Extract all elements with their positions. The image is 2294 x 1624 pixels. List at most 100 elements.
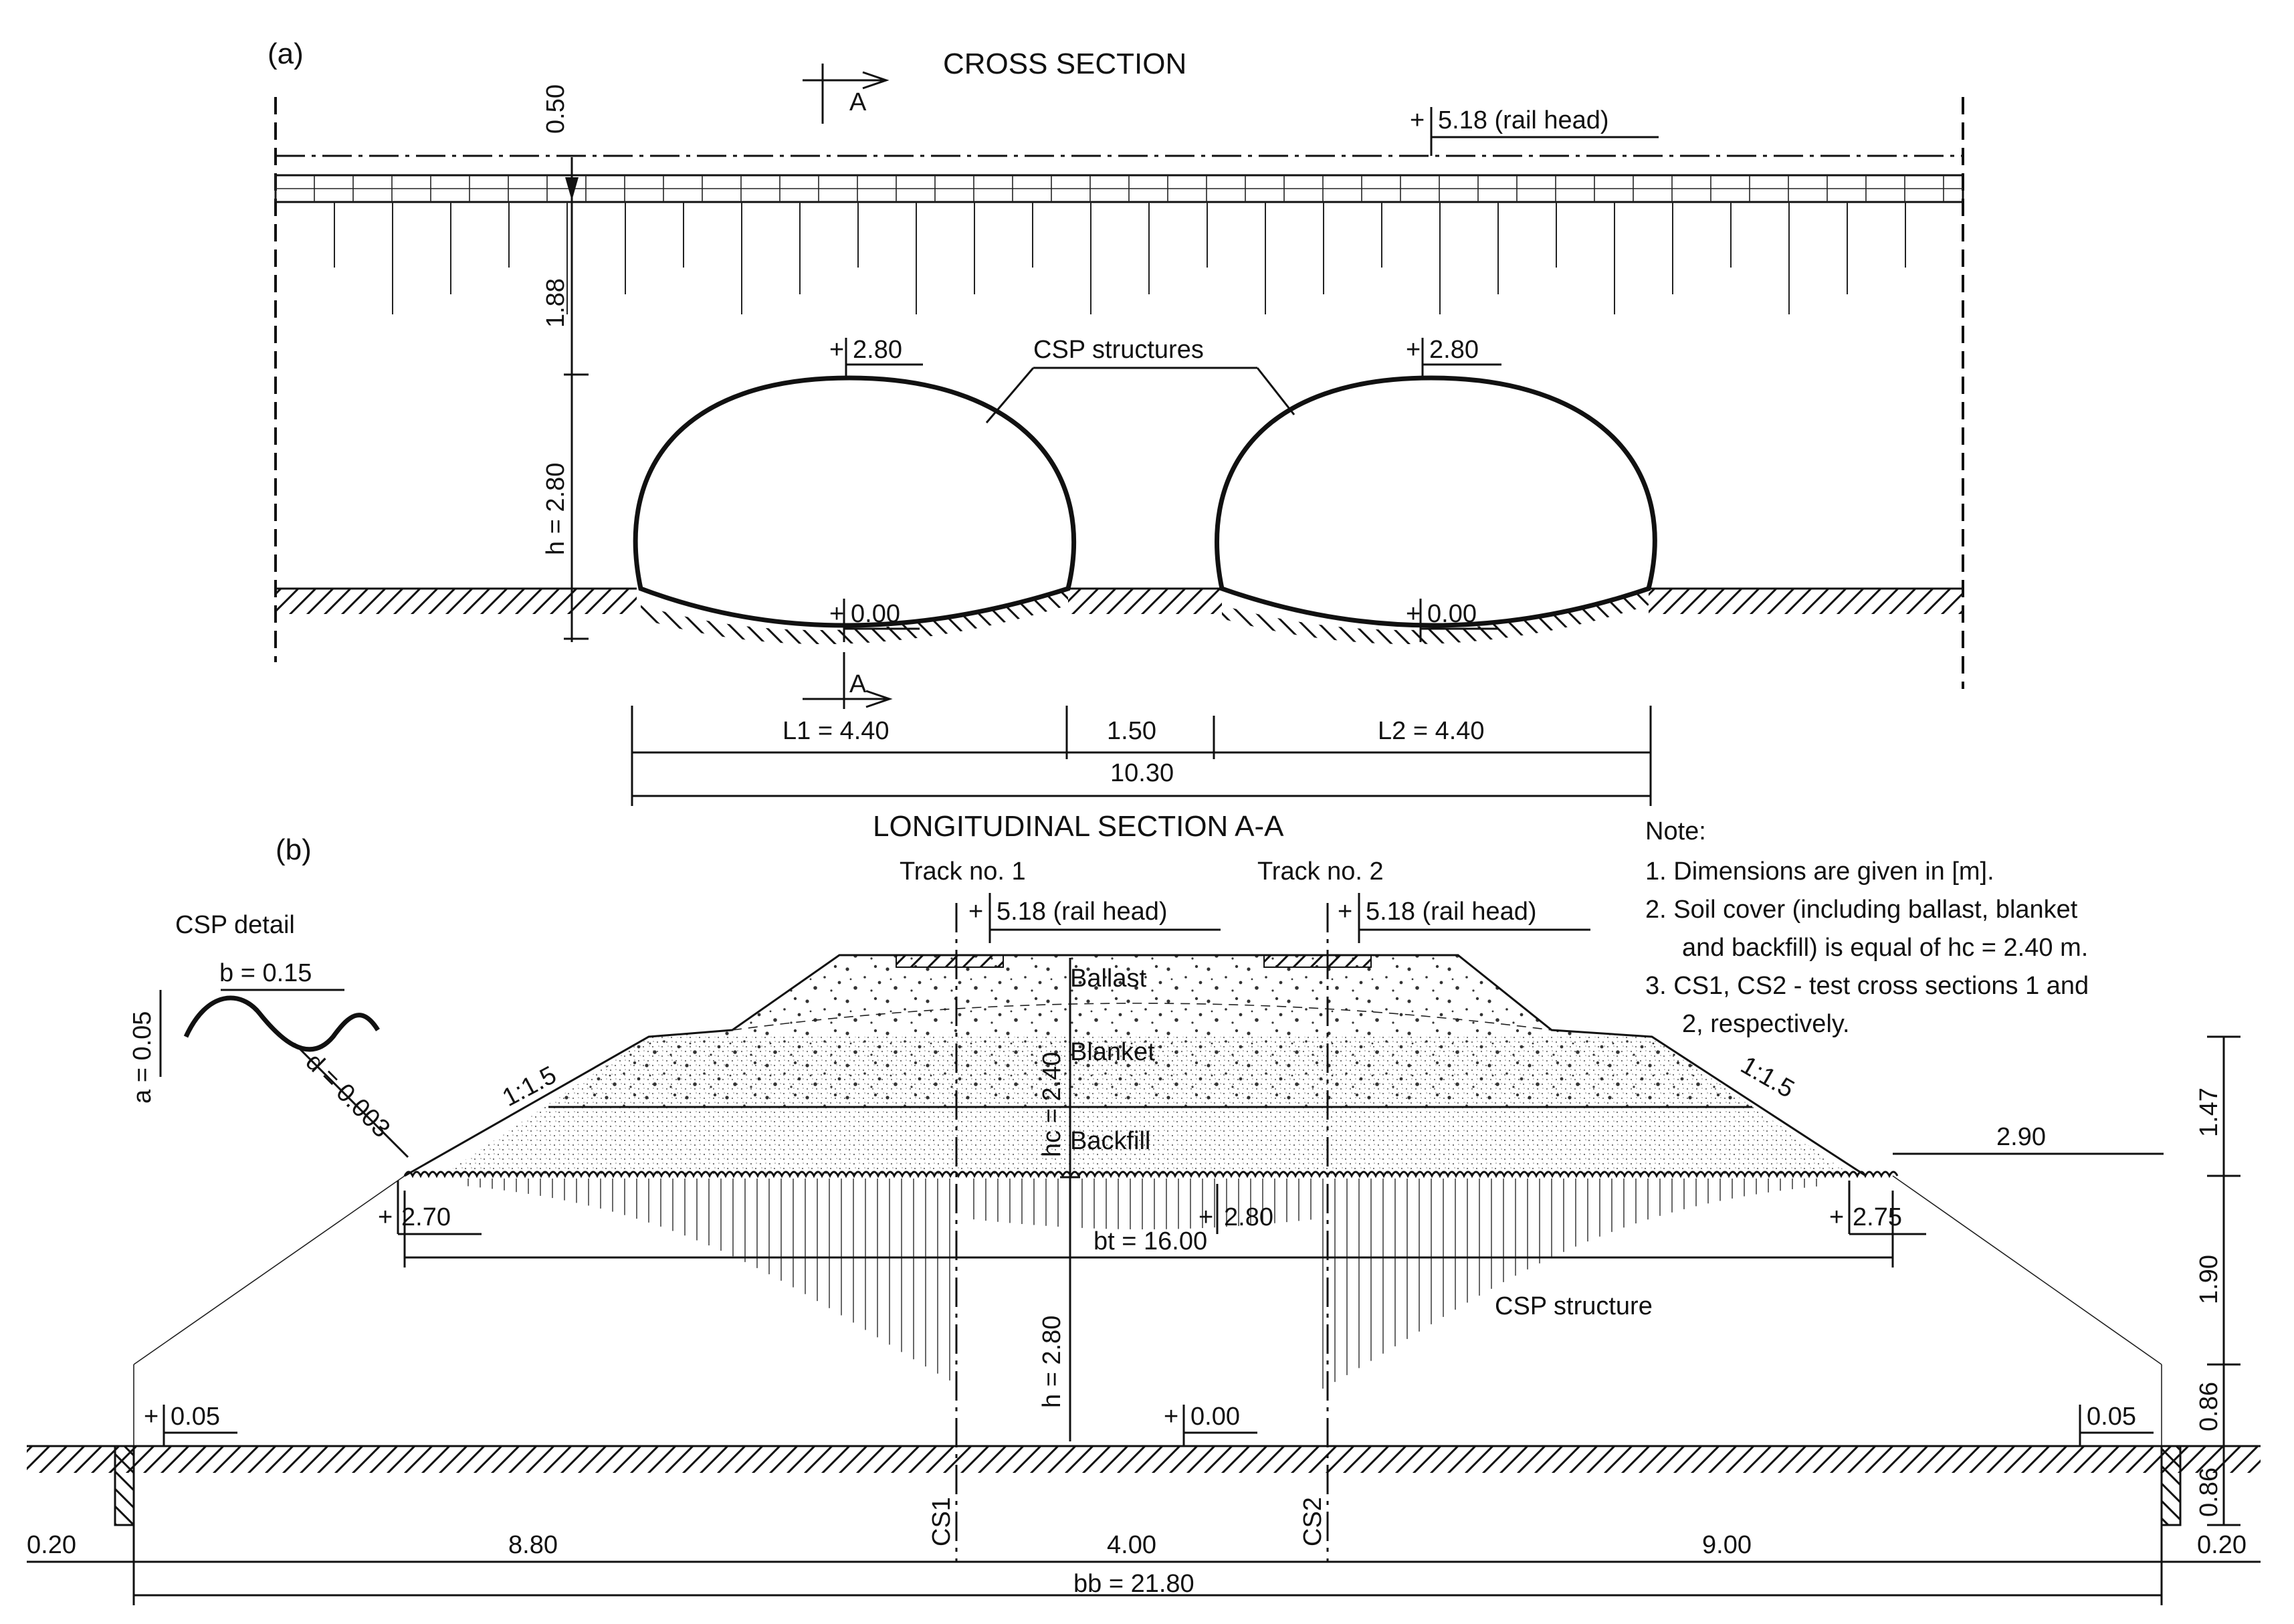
detail-d: d = 0.003 bbox=[300, 1048, 396, 1144]
detail-a: a = 0.05 bbox=[128, 1011, 157, 1104]
ballast-lines bbox=[334, 202, 1906, 314]
csp-detail: CSP detail b = 0.15 a = 0.05 d = 0.003 bbox=[128, 911, 409, 1158]
dim-900: 9.00 bbox=[1702, 1531, 1752, 1559]
dim-L1: L1 = 4.40 bbox=[783, 717, 890, 745]
svg-text:+: + bbox=[829, 336, 844, 364]
invert-level-2: + 0.00 bbox=[1406, 599, 1498, 642]
svg-text:+: + bbox=[1198, 1203, 1213, 1231]
embankment: Ballast Blanket Backfill 1:1.5 1:1.5 bbox=[404, 954, 1867, 1177]
bottom-dims: 0.20 8.80 4.00 9.00 0.20 bb = 21.80 bbox=[27, 1525, 2261, 1605]
svg-text:+: + bbox=[1406, 600, 1421, 628]
note-item-2: 2. Soil cover (including ballast, blanke… bbox=[1645, 896, 2078, 924]
svg-text:0.05: 0.05 bbox=[171, 1403, 220, 1431]
note-item-1: 1. Dimensions are given in [m]. bbox=[1645, 857, 1994, 886]
dim-right-edge: 0.20 bbox=[2197, 1531, 2247, 1559]
track-labels: Track no. 1 Track no. 2 + 5.18 (rail hea… bbox=[900, 857, 1590, 943]
dim-hc: hc = 2.40 bbox=[1038, 1052, 1066, 1157]
panel-b-label: (b) bbox=[276, 833, 312, 866]
sleeper-band bbox=[274, 174, 1964, 203]
svg-text:2.75: 2.75 bbox=[1853, 1203, 1902, 1231]
longitudinal-section-panel: (b) LONGITUDINAL SECTION A-A Note: 1. Di… bbox=[27, 810, 2261, 1605]
cs2-label: CS2 bbox=[1299, 1497, 1327, 1546]
dim-086-a: 0.86 bbox=[2195, 1382, 2223, 1431]
dim-050: 0.50 bbox=[542, 84, 570, 134]
svg-text:0.00: 0.00 bbox=[1190, 1403, 1240, 1431]
cross-section-panel: (a) CROSS SECTION A + 5.18 (rail head) 0… bbox=[268, 37, 1964, 806]
rail-head-level-mark: + 5.18 (rail head) bbox=[1410, 106, 1659, 156]
level-left-base: + 0.05 bbox=[144, 1403, 237, 1446]
svg-text:2.80: 2.80 bbox=[853, 336, 902, 364]
detail-b: b = 0.15 bbox=[219, 959, 312, 987]
level-mid-top: + 2.80 bbox=[1198, 1184, 1273, 1234]
dim-gap: 1.50 bbox=[1107, 717, 1156, 745]
note-item-5: 2, respectively. bbox=[1682, 1010, 1850, 1038]
svg-text:0.00: 0.00 bbox=[851, 600, 900, 628]
cs1-label: CS1 bbox=[928, 1497, 956, 1546]
csp-structure-1 bbox=[633, 375, 1076, 645]
blanket-label: Blanket bbox=[1070, 1038, 1155, 1066]
svg-text:+: + bbox=[1164, 1403, 1178, 1431]
dim-086-b: 0.86 bbox=[2195, 1467, 2223, 1517]
note-title: Note: bbox=[1645, 817, 1706, 845]
crown-level-1: + 2.80 bbox=[829, 336, 923, 378]
rail-head-label: 5.18 (rail head) bbox=[1438, 106, 1609, 134]
ballast-label: Ballast bbox=[1070, 965, 1146, 993]
central-vertical-dims: hc = 2.40 h = 2.80 bbox=[1038, 958, 1080, 1441]
svg-text:+: + bbox=[1829, 1203, 1844, 1231]
section-mark-bottom: A bbox=[803, 652, 893, 709]
svg-text:0.05: 0.05 bbox=[2087, 1403, 2136, 1431]
dim-h-280: h = 2.80 bbox=[542, 463, 570, 555]
dim-h-long: h = 2.80 bbox=[1038, 1316, 1066, 1408]
dim-L2: L2 = 4.40 bbox=[1378, 717, 1485, 745]
dim-880: 8.80 bbox=[508, 1531, 558, 1559]
csp-structure-2 bbox=[1215, 375, 1657, 645]
left-side-slope bbox=[133, 1175, 405, 1365]
invert-level-1: + 0.00 bbox=[829, 599, 920, 642]
dim-left-edge: 0.20 bbox=[27, 1531, 76, 1559]
svg-text:+: + bbox=[968, 898, 983, 926]
level-right-base: 0.05 bbox=[2079, 1403, 2154, 1446]
level-right-top: + 2.75 bbox=[1829, 1181, 1926, 1235]
csp-structures-callout: CSP structures bbox=[985, 336, 1295, 423]
ground-cross bbox=[276, 587, 1963, 614]
note-item-4: 3. CS1, CS2 - test cross sections 1 and bbox=[1645, 972, 2089, 1000]
dim-188: 1.88 bbox=[542, 278, 570, 328]
svg-text:2.80: 2.80 bbox=[1224, 1203, 1273, 1231]
dim-190: 1.90 bbox=[2195, 1255, 2223, 1304]
section-mark-top: A bbox=[803, 64, 890, 124]
longitudinal-title: LONGITUDINAL SECTION A-A bbox=[873, 810, 1284, 843]
note-item-3: and backfill) is equal of hc = 2.40 m. bbox=[1682, 934, 2088, 962]
svg-text:CSP detail: CSP detail bbox=[175, 911, 295, 939]
csp-corrugated-top bbox=[403, 1171, 1899, 1179]
right-vertical-dims: 1.47 1.90 0.86 0.86 bbox=[2195, 1035, 2240, 1526]
svg-text:+: + bbox=[1410, 106, 1425, 134]
csp-structure-label: CSP structure bbox=[1495, 1292, 1653, 1320]
dim-147: 1.47 bbox=[2195, 1088, 2223, 1137]
dim-total: 10.30 bbox=[1110, 759, 1174, 787]
svg-text:+: + bbox=[1338, 898, 1352, 926]
right-side-slope bbox=[1892, 1175, 2162, 1365]
svg-text:+: + bbox=[144, 1403, 159, 1431]
svg-text:5.18 (rail head): 5.18 (rail head) bbox=[1366, 898, 1537, 926]
cs-lines: CS1 CS2 bbox=[928, 903, 1329, 1562]
dim-290: 2.90 bbox=[1996, 1123, 2046, 1151]
note-block: Note: 1. Dimensions are given in [m]. 2.… bbox=[1645, 817, 2089, 1038]
svg-text:CSP structures: CSP structures bbox=[1033, 336, 1204, 364]
level-left-top: + 2.70 bbox=[378, 1181, 482, 1235]
svg-text:+: + bbox=[829, 600, 844, 628]
csp-structure-lines bbox=[467, 1179, 1817, 1389]
ground-longitudinal bbox=[27, 1445, 2261, 1526]
svg-text:A: A bbox=[849, 670, 867, 698]
slope-right: 1:1.5 bbox=[1736, 1051, 1799, 1104]
cross-section-title: CROSS SECTION bbox=[943, 47, 1186, 80]
cross-horizontal-dims: L1 = 4.40 1.50 L2 = 4.40 10.30 bbox=[631, 706, 1652, 806]
dim-bb: bb = 21.80 bbox=[1073, 1570, 1194, 1598]
dim-290-group: 2.90 bbox=[1893, 1123, 2164, 1155]
svg-text:5.18 (rail head): 5.18 (rail head) bbox=[997, 898, 1168, 926]
backfill-label: Backfill bbox=[1070, 1127, 1150, 1155]
svg-text:2.80: 2.80 bbox=[1429, 336, 1479, 364]
svg-text:2.70: 2.70 bbox=[401, 1203, 451, 1231]
svg-text:+: + bbox=[378, 1203, 393, 1231]
level-mid-base: + 0.00 bbox=[1164, 1403, 1257, 1446]
